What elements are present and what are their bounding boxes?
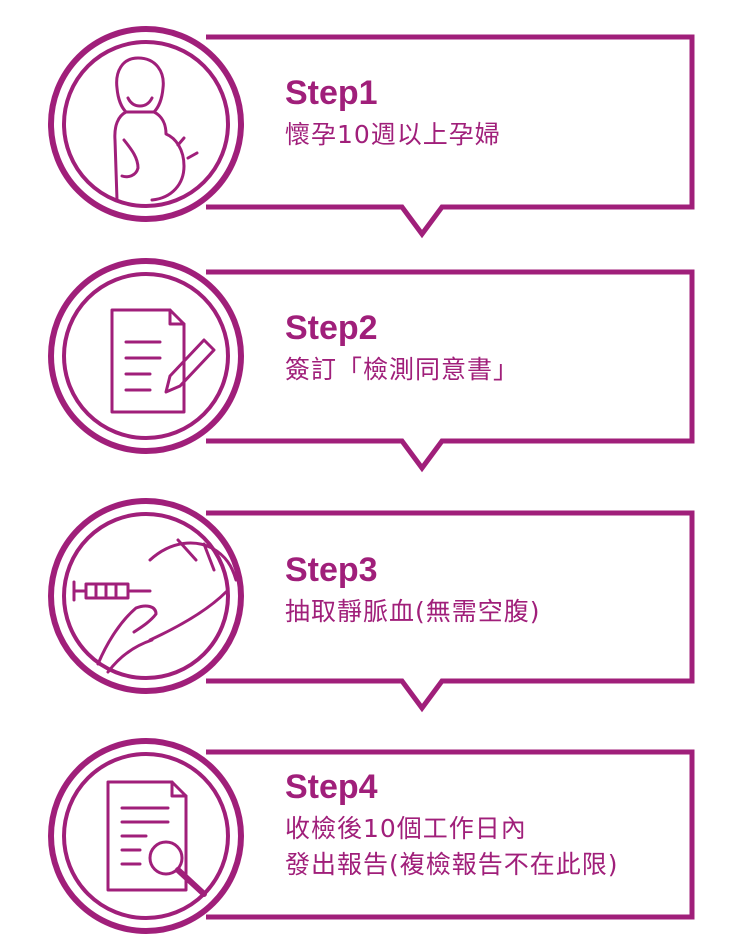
- pregnant-woman-icon: [113, 56, 199, 202]
- step3-description: 抽取靜脈血(無需空腹): [285, 597, 541, 626]
- step3-text: Step3 抽取靜脈血(無需空腹): [285, 550, 541, 630]
- step3-callout-box: [48, 498, 695, 713]
- step1-title: Step1: [285, 74, 378, 112]
- step2-description: 簽訂「檢測同意書」: [285, 355, 520, 384]
- sign-document-icon: [110, 308, 216, 414]
- step1-text: Step1 懷孕10週以上孕婦: [285, 73, 501, 153]
- step2-callout-box: [48, 258, 695, 473]
- step2-title: Step2: [285, 309, 378, 347]
- blood-draw-syringe-icon: [72, 538, 238, 674]
- step4-title: Step4: [285, 768, 378, 806]
- step4-text: Step4 收檢後10個工作日內 發出報告(複檢報告不在此限): [285, 767, 619, 883]
- step1-description: 懷孕10週以上孕婦: [285, 120, 501, 149]
- step3-title: Step3: [285, 551, 378, 589]
- report-magnifier-icon: [106, 780, 207, 897]
- step4-description-line1: 收檢後10個工作日內: [285, 814, 527, 843]
- step2-text: Step2 簽訂「檢測同意書」: [285, 308, 519, 388]
- step4-callout-box: [48, 738, 695, 934]
- step4-description-line2: 發出報告(複檢報告不在此限): [285, 850, 619, 879]
- step1-callout-box: [48, 26, 695, 239]
